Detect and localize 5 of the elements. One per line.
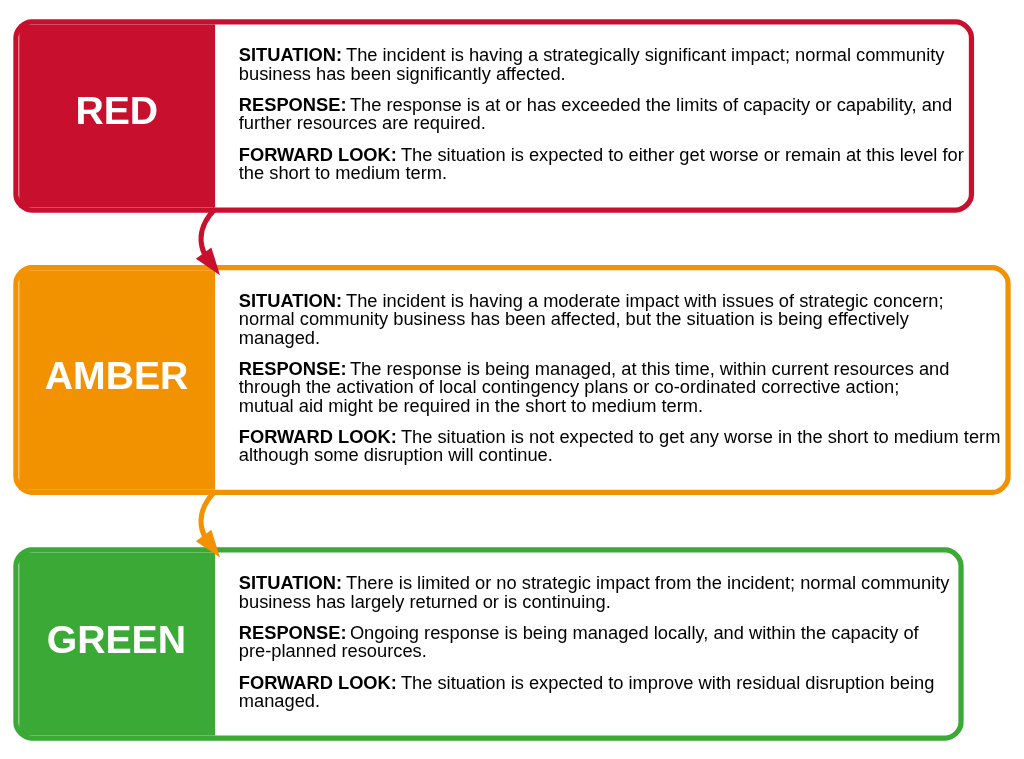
arrow	[195, 488, 220, 558]
arrow	[195, 206, 220, 275]
node-box: GREEN SITUATION: There is limited or no strategic impact from the incident; normal community business has largely returned or is continuing. RESPONSE: Ongoing response is being managed locally, and within the capacity of pre-planned resources. FORWARD LOOK: The situation is expected to improve with residual disruption being managed.	[13, 546, 964, 741]
node-box: RED SITUATION: The incident is having a strategically significant impact; normal community business has been significantly affected. RESPONSE: The response is at or has exceeded the limits of capacity or capability, and further resources are required. FORWARD LOOK: The situation is expected to either get worse or remain at this level for the short to medium term.	[13, 18, 975, 213]
node-box: AMBER SITUATION: The incident is having a moderate impact with issues of strategic concern; normal community business has been affected, but the situation is being effectively managed. RESPONSE: The response is being managed, at this time, within current resources and through the activation of local contingency plans or co-ordinated corrective action; mutual aid might be required in the short to medium term. FORWARD LOOK: The situation is not expected to get any worse in the short to medium term although some disruption will continue.	[13, 264, 1011, 495]
